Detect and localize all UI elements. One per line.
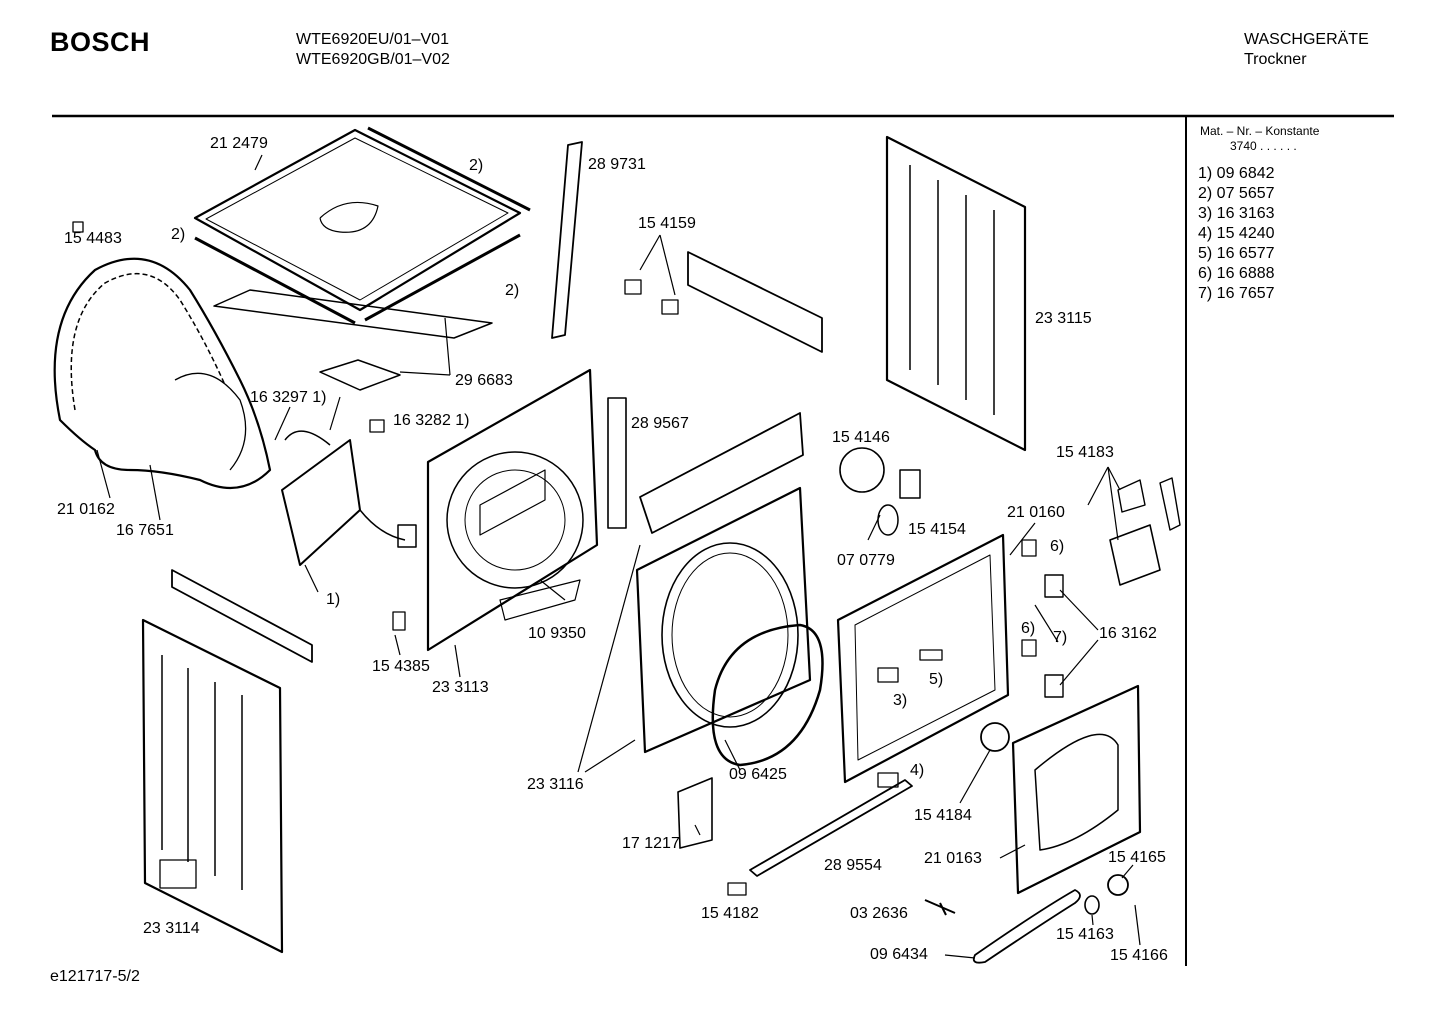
part-label: 15 4165 [1108, 849, 1166, 866]
part-label: 16 7651 [116, 522, 174, 539]
category-title: WASCHGERÄTE [1244, 31, 1369, 48]
part-label: 21 0160 [1007, 504, 1065, 521]
part-label: 23 3113 [432, 679, 489, 696]
sensor-box-part [281, 430, 417, 566]
top-cover-part [193, 126, 531, 325]
part-label: 07 0779 [837, 552, 895, 569]
foot-part [1084, 874, 1129, 915]
legend-item: 4) 15 4240 [1198, 225, 1275, 242]
part-label: 15 4483 [64, 230, 122, 247]
model-number-2: WTE6920GB/01–V02 [296, 51, 450, 68]
part-label: 4) [910, 762, 925, 779]
door-seal-part [711, 623, 824, 767]
door-catch-part [1021, 539, 1064, 698]
part-label: 21 0163 [924, 850, 982, 867]
bottom-rail-part [749, 779, 913, 877]
part-label: 15 4163 [1056, 926, 1114, 943]
diagram-code: e121717-5/2 [50, 968, 140, 985]
part-label: 2) [171, 226, 186, 243]
part-label: 1) [326, 591, 341, 608]
part-label: 16 3297 1) [250, 389, 327, 406]
knob-part [980, 722, 1010, 752]
part-label: 15 4385 [372, 658, 430, 675]
part-label: 28 9731 [588, 156, 646, 173]
legend-item: 6) 16 6888 [1198, 265, 1275, 282]
part-label: 15 4182 [701, 905, 759, 922]
front-frame-part [635, 412, 812, 754]
legend-item: 7) 16 7657 [1198, 285, 1275, 302]
legend-title: Mat. – Nr. – Konstante [1200, 124, 1320, 138]
small-clip-part [72, 221, 899, 896]
part-label: 09 6425 [729, 766, 787, 783]
legend-item: 2) 07 5657 [1198, 185, 1275, 202]
part-label: 28 9554 [824, 857, 882, 874]
part-label: 15 4166 [1110, 947, 1168, 964]
hose-bracket-part [607, 397, 627, 529]
part-label: 15 4159 [638, 215, 696, 232]
right-panel-part [885, 135, 1027, 452]
belt-part [972, 889, 1081, 964]
base-rail-part [171, 569, 313, 663]
part-label: 5) [929, 671, 944, 688]
part-label: 16 3282 1) [393, 412, 470, 429]
legend-item: 5) 16 6577 [1198, 245, 1275, 262]
model-number-1: WTE6920EU/01–V01 [296, 31, 449, 48]
part-label: 21 0162 [57, 501, 115, 518]
hinge-part [1109, 477, 1181, 586]
left-panel-part [141, 618, 284, 954]
part-label: 09 6434 [870, 946, 928, 963]
leader-lines [96, 154, 1141, 959]
part-label: 7) [1053, 629, 1068, 646]
filter-strip-part [213, 289, 493, 391]
part-label: 10 9350 [528, 625, 586, 642]
lamp-cover-part [839, 447, 885, 493]
part-label: 17 1217 [622, 835, 680, 852]
part-label: 29 6683 [455, 372, 513, 389]
control-panel-part [836, 533, 1010, 784]
door-part [1011, 684, 1142, 895]
subcategory-title: Trockner [1244, 51, 1307, 68]
mounting-rail-part [687, 251, 823, 353]
brand-logo: BOSCH [50, 27, 151, 57]
part-label: 3) [893, 692, 908, 709]
part-label: 15 4183 [1056, 444, 1114, 461]
legend-item: 3) 16 3163 [1198, 205, 1275, 222]
pcb-module-part [677, 777, 713, 849]
screw-part [924, 899, 956, 916]
part-label: 6) [1050, 538, 1065, 555]
part-label: 2) [505, 282, 520, 299]
legend-constant: 3740 . . . . . . [1230, 139, 1297, 153]
part-label: 15 4146 [832, 429, 890, 446]
part-label: 23 3116 [527, 776, 584, 793]
part-label: 2) [469, 157, 484, 174]
part-label: 15 4184 [914, 807, 972, 824]
part-label: 03 2636 [850, 905, 908, 922]
rear-panel-part [426, 368, 599, 652]
part-label: 28 9567 [631, 415, 689, 432]
legend-item: 1) 09 6842 [1198, 165, 1275, 182]
part-label: 23 3115 [1035, 310, 1092, 327]
drum-duct-part [53, 257, 272, 490]
part-label: 16 3162 [1099, 625, 1157, 642]
part-label: 23 3114 [143, 920, 200, 937]
part-label: 15 4154 [908, 521, 966, 538]
part-label: 21 2479 [210, 135, 268, 152]
side-rail-part [551, 141, 583, 339]
part-label: 6) [1021, 620, 1036, 637]
